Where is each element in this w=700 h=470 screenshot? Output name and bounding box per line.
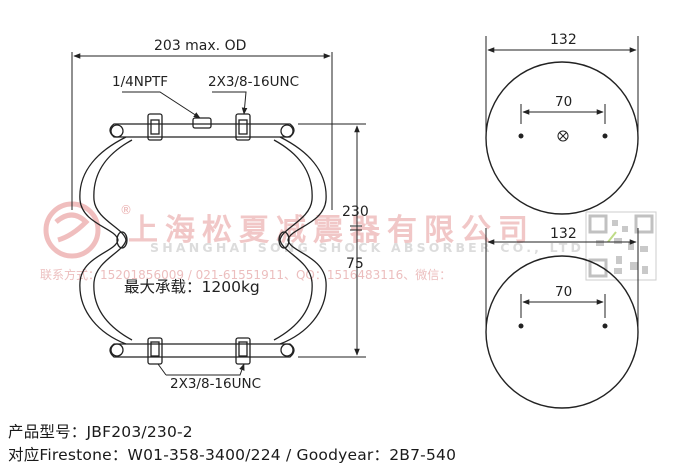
bottom-stud-left: [147, 337, 163, 365]
top-bead-plate: [109, 123, 295, 138]
air-spring-side-view: [79, 113, 327, 365]
bottom-plate-view: 132 70: [485, 226, 639, 409]
height-min-label: 75: [346, 256, 364, 272]
port-label: 1/4NPTF: [112, 74, 168, 90]
bellows-outline: [79, 136, 127, 345]
top-stud-right: [235, 113, 251, 141]
top-plate-view: 132 70: [485, 32, 639, 215]
height-max-label: 230: [342, 204, 369, 220]
od-label: 203 max. OD: [154, 38, 246, 54]
bottom-bolt-hole-right: [602, 323, 608, 329]
top-plate-circle: [485, 61, 639, 215]
top-stud-left: [147, 113, 163, 141]
bottom-plate-diameter-label: 132: [550, 226, 577, 242]
watermark-company-cn: 上海松夏减震器有限公司: [128, 213, 535, 248]
top-bolt-hole-right: [602, 133, 608, 139]
model-line: 产品型号：JBF203/230-2: [8, 423, 193, 441]
bottom-studs-label: 2X3/8-16UNC: [170, 376, 261, 392]
bottom-plate-circle: [485, 255, 639, 409]
bottom-bead-plate: [109, 343, 295, 358]
qr-code-icon: [585, 211, 657, 281]
side-labels: 203 max. OD 1/4NPTF 2X3/8-16UNC 230 75 最…: [112, 38, 369, 392]
company-logo-icon: [43, 201, 101, 259]
air-port-icon: [557, 130, 569, 142]
side-dimensions: [71, 52, 366, 376]
bottom-bolt-hole-left: [518, 323, 524, 329]
girdle-ring: [116, 231, 128, 249]
air-port: [192, 117, 212, 129]
bottom-plate-spacing-label: 70: [555, 284, 572, 300]
watermark-registered-mark: ®: [120, 203, 132, 217]
cross-reference-line: 对应Firestone：W01-358-3400/224 / Goodyear：…: [8, 446, 457, 464]
top-plate-diameter-label: 132: [550, 32, 577, 48]
watermark-contact: 联系方式：15201856009 / 021-61551911、QQ：15164…: [40, 267, 451, 282]
top-studs-label: 2X3/8-16UNC: [208, 74, 299, 90]
load-label: 最大承载：1200kg: [124, 278, 260, 296]
watermark: ® 上海松夏减震器有限公司 SHANGHAI SONG SHOCK ABSORB…: [40, 201, 657, 282]
watermark-company-en: SHANGHAI SONG SHOCK ABSORBER CO., LTD: [150, 240, 584, 255]
top-plate-spacing-label: 70: [555, 94, 572, 110]
top-bolt-hole-left: [518, 133, 524, 139]
